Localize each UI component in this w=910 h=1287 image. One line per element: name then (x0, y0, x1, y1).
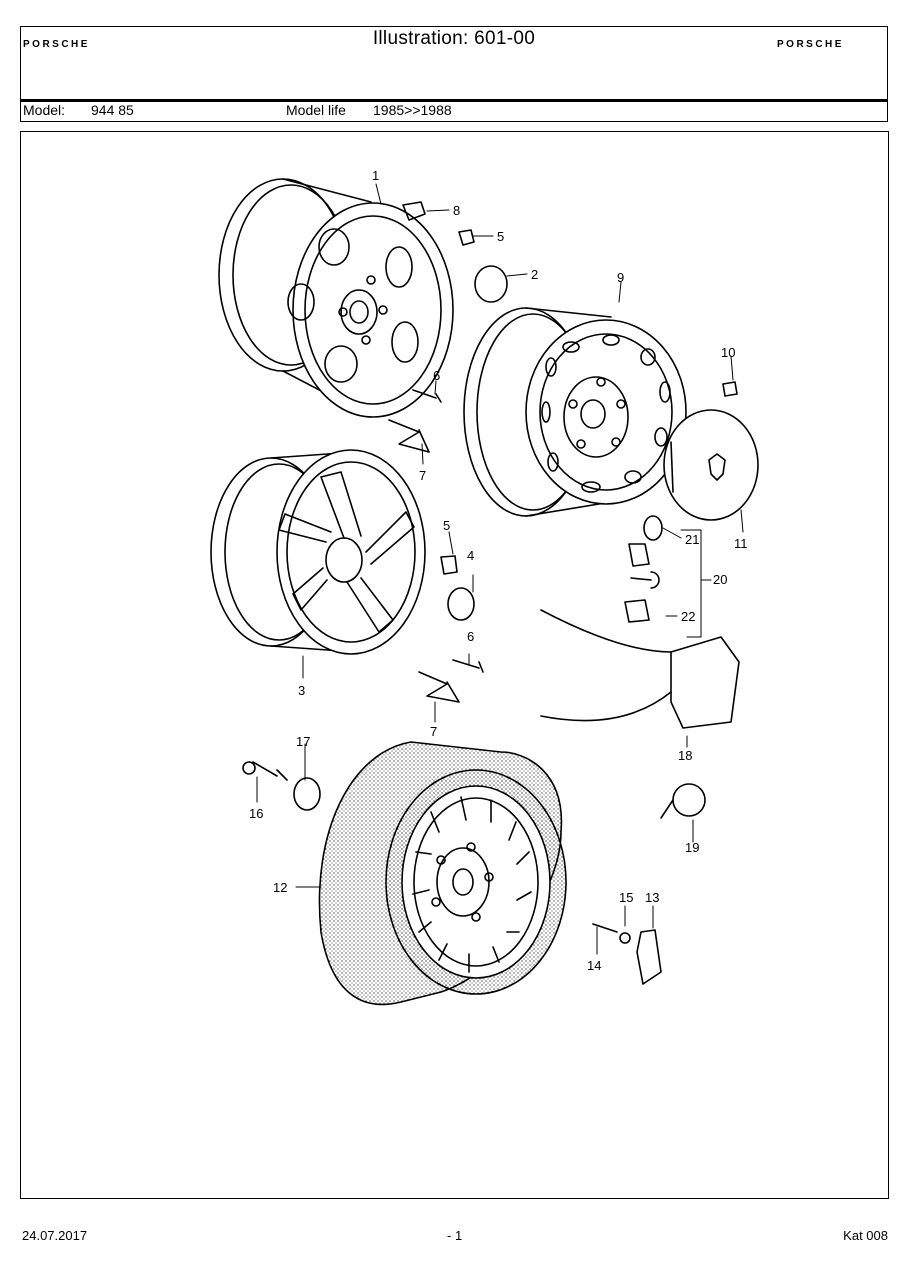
callout-3: 3 (298, 683, 305, 698)
wheel-1-icon (218, 178, 454, 418)
callout-11: 11 (734, 536, 748, 551)
model-life-value: 1985>>1988 (373, 102, 452, 118)
illustration-frame: 1 8 5 2 9 10 6 7 11 5 4 21 20 22 6 3 7 1… (20, 131, 889, 1199)
porsche-logo-icon: PORSCHE (23, 39, 90, 49)
leader-lines (256, 183, 744, 955)
callout-2: 2 (531, 267, 538, 282)
callout-6a: 6 (433, 368, 440, 383)
callout-5a: 5 (497, 229, 504, 244)
callout-12: 12 (273, 880, 287, 895)
callout-1: 1 (372, 168, 379, 183)
callout-22: 22 (681, 609, 695, 624)
footer-date: 24.07.2017 (22, 1228, 88, 1243)
wheel-9-icon (463, 307, 687, 517)
svg-text:PORSCHE: PORSCHE (23, 39, 90, 49)
callout-21: 21 (685, 532, 699, 547)
callout-19: 19 (685, 840, 699, 855)
callout-7b: 7 (430, 724, 437, 739)
callout-6b: 6 (467, 629, 474, 644)
svg-text:PORSCHE: PORSCHE (777, 39, 844, 49)
callout-5b: 5 (443, 518, 450, 533)
spare-tire-12-icon (318, 741, 567, 1006)
callout-16: 16 (249, 806, 263, 821)
callout-9: 9 (617, 270, 624, 285)
callout-13: 13 (645, 890, 659, 905)
hubcap-11-icon (663, 409, 759, 521)
porsche-logo-icon: PORSCHE (777, 39, 844, 49)
model-info-row: Model: 944 85 Model life 1985>>1988 (21, 102, 887, 120)
wheel-3-icon (210, 449, 426, 655)
footer-catalog: Kat 008 (843, 1228, 888, 1243)
callout-15: 15 (619, 890, 633, 905)
callout-17: 17 (296, 734, 310, 749)
page-header: PORSCHE Illustration: 601-00 PORSCHE Mod… (20, 26, 888, 122)
parts-diagram: 1 8 5 2 9 10 6 7 11 5 4 21 20 22 6 3 7 1… (210, 168, 759, 1006)
model-life-label: Model life (286, 102, 346, 118)
callout-18: 18 (678, 748, 692, 763)
callout-7a: 7 (419, 468, 426, 483)
model-label: Model: (23, 102, 66, 118)
footer-page-number: - 1 (447, 1228, 463, 1243)
callout-20: 20 (713, 572, 727, 587)
small-parts-icon (242, 201, 740, 985)
header-divider (21, 99, 887, 102)
callout-8: 8 (453, 203, 460, 218)
callout-14: 14 (587, 958, 601, 973)
illustration-title: Illustration: 601-00 (372, 28, 536, 49)
callout-10: 10 (721, 345, 735, 360)
model-value: 944 85 (91, 102, 134, 118)
callout-4: 4 (467, 548, 474, 563)
